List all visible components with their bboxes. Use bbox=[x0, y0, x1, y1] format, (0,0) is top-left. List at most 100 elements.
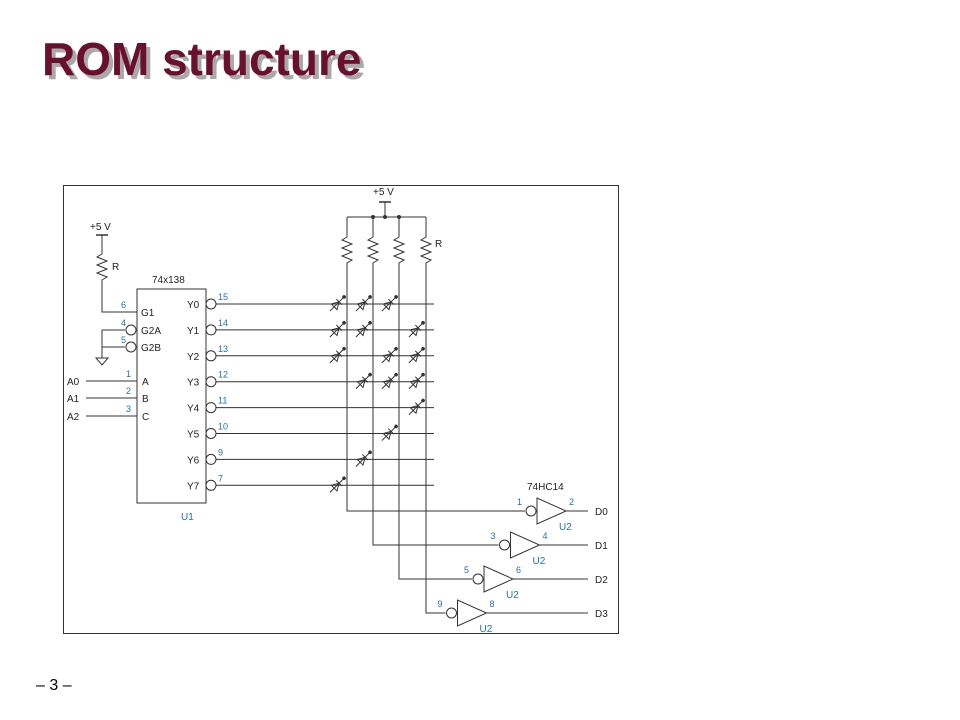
inverter-gate bbox=[510, 531, 541, 559]
data-output-label: D1 bbox=[595, 541, 608, 552]
decoder-output-label: Y5 bbox=[187, 430, 200, 441]
decoder-output-label: Y3 bbox=[187, 378, 200, 389]
decoder-pin-number: 14 bbox=[218, 318, 228, 328]
decoder-chip-ref: U1 bbox=[181, 512, 194, 523]
matrix-diode bbox=[381, 424, 398, 441]
decoder-chip-name: 74x138 bbox=[152, 275, 185, 286]
output-bubble bbox=[205, 298, 217, 310]
matrix-diode bbox=[408, 372, 425, 390]
inverter-output-pin: 4 bbox=[543, 531, 548, 541]
ground-symbol bbox=[94, 357, 110, 366]
matrix-diode bbox=[329, 321, 346, 338]
inverter-output-pin: 2 bbox=[569, 497, 574, 507]
inverter-part-name: 74HC14 bbox=[527, 482, 564, 493]
matrix-diode bbox=[355, 295, 372, 312]
output-bubble bbox=[205, 479, 217, 491]
decoder-pin-number: 13 bbox=[218, 344, 228, 354]
select-input-label: B bbox=[142, 394, 149, 405]
address-signal-label: A2 bbox=[67, 412, 80, 423]
enable-input-label: G1 bbox=[141, 308, 155, 319]
slide-title: ROM structure bbox=[42, 33, 362, 85]
inverter-ref: U2 bbox=[559, 522, 572, 533]
page-number: – 3 – bbox=[36, 677, 72, 694]
decoder-output-label: Y2 bbox=[187, 352, 200, 363]
schematic-frame bbox=[63, 185, 619, 634]
inverter-gate bbox=[457, 599, 488, 627]
matrix-diode bbox=[355, 450, 372, 467]
top-resistor-label: R bbox=[435, 239, 442, 250]
inverter-gate bbox=[483, 565, 515, 593]
address-signal-label: A1 bbox=[67, 394, 80, 405]
output-bubble bbox=[205, 376, 217, 388]
output-bubble bbox=[205, 324, 217, 336]
pullup-resistor bbox=[340, 233, 354, 268]
top-supply-label: +5 V bbox=[373, 187, 394, 198]
bit-line bbox=[372, 268, 499, 546]
data-output-label: D0 bbox=[595, 507, 608, 518]
enable-pin-number: 5 bbox=[121, 335, 126, 345]
left-supply-label: +5 V bbox=[90, 222, 111, 233]
decoder-pin-number: 9 bbox=[218, 447, 223, 457]
matrix-diode bbox=[329, 476, 346, 493]
inverter-ref: U2 bbox=[506, 590, 519, 601]
left-pullup-resistor bbox=[95, 250, 109, 288]
pullup-resistor bbox=[366, 233, 380, 268]
inverter-ref: U2 bbox=[480, 624, 493, 635]
enable-input-label: G2A bbox=[141, 326, 161, 337]
matrix-diode bbox=[329, 346, 346, 364]
data-output-label: D2 bbox=[595, 575, 608, 586]
select-pin-number: 1 bbox=[126, 369, 131, 379]
select-pin-number: 2 bbox=[126, 386, 131, 396]
decoder-output-label: Y6 bbox=[187, 455, 200, 466]
decoder-chip-body bbox=[136, 288, 207, 504]
output-bubble bbox=[205, 453, 217, 465]
output-bubble bbox=[205, 402, 217, 414]
left-resistor-label: R bbox=[112, 262, 119, 273]
inverter-output-pin: 6 bbox=[516, 565, 521, 575]
decoder-pin-number: 15 bbox=[218, 292, 228, 302]
select-pin-number: 3 bbox=[126, 404, 131, 414]
output-bubble bbox=[205, 350, 217, 362]
pullup-resistor bbox=[419, 233, 433, 268]
data-output-label: D3 bbox=[595, 609, 608, 620]
inverter-input-bubble bbox=[499, 539, 510, 551]
decoder-output-label: Y4 bbox=[187, 404, 200, 415]
inverter-gate bbox=[536, 497, 568, 525]
inverter-input-pin: 9 bbox=[438, 599, 443, 609]
matrix-diode bbox=[408, 398, 425, 416]
matrix-diode bbox=[381, 372, 398, 390]
decoder-pin-number: 11 bbox=[218, 396, 227, 406]
decoder-output-label: Y0 bbox=[187, 300, 200, 311]
matrix-diode bbox=[381, 295, 398, 312]
bit-line bbox=[425, 268, 446, 614]
output-bubble bbox=[205, 428, 217, 439]
decoder-pin-number: 7 bbox=[218, 473, 223, 483]
inverter-ref: U2 bbox=[533, 556, 546, 567]
inverter-input-bubble bbox=[472, 573, 484, 585]
matrix-diode bbox=[408, 346, 425, 364]
select-input-label: A bbox=[142, 377, 149, 388]
enable-pin-number: 4 bbox=[121, 318, 126, 328]
bit-line bbox=[346, 268, 525, 512]
inverter-input-bubble bbox=[525, 505, 537, 517]
matrix-diode bbox=[355, 372, 372, 390]
bit-line bbox=[398, 268, 472, 580]
matrix-diode bbox=[329, 295, 346, 312]
decoder-output-label: Y7 bbox=[187, 481, 200, 492]
inverter-output-pin: 8 bbox=[490, 599, 495, 609]
select-input-label: C bbox=[142, 412, 149, 423]
inverter-input-bubble bbox=[446, 607, 457, 619]
enable-input-label: G2B bbox=[141, 343, 161, 354]
active-low-bubble bbox=[125, 324, 137, 336]
matrix-diode bbox=[408, 321, 425, 338]
decoder-pin-number: 10 bbox=[218, 422, 228, 432]
inverter-input-pin: 1 bbox=[517, 497, 522, 507]
pullup-resistor bbox=[392, 233, 406, 268]
inverter-input-pin: 5 bbox=[464, 565, 469, 575]
inverter-input-pin: 3 bbox=[491, 531, 496, 541]
decoder-output-label: Y1 bbox=[187, 326, 200, 337]
matrix-diode bbox=[381, 346, 398, 364]
matrix-diode bbox=[355, 321, 372, 338]
active-low-bubble bbox=[125, 341, 137, 353]
